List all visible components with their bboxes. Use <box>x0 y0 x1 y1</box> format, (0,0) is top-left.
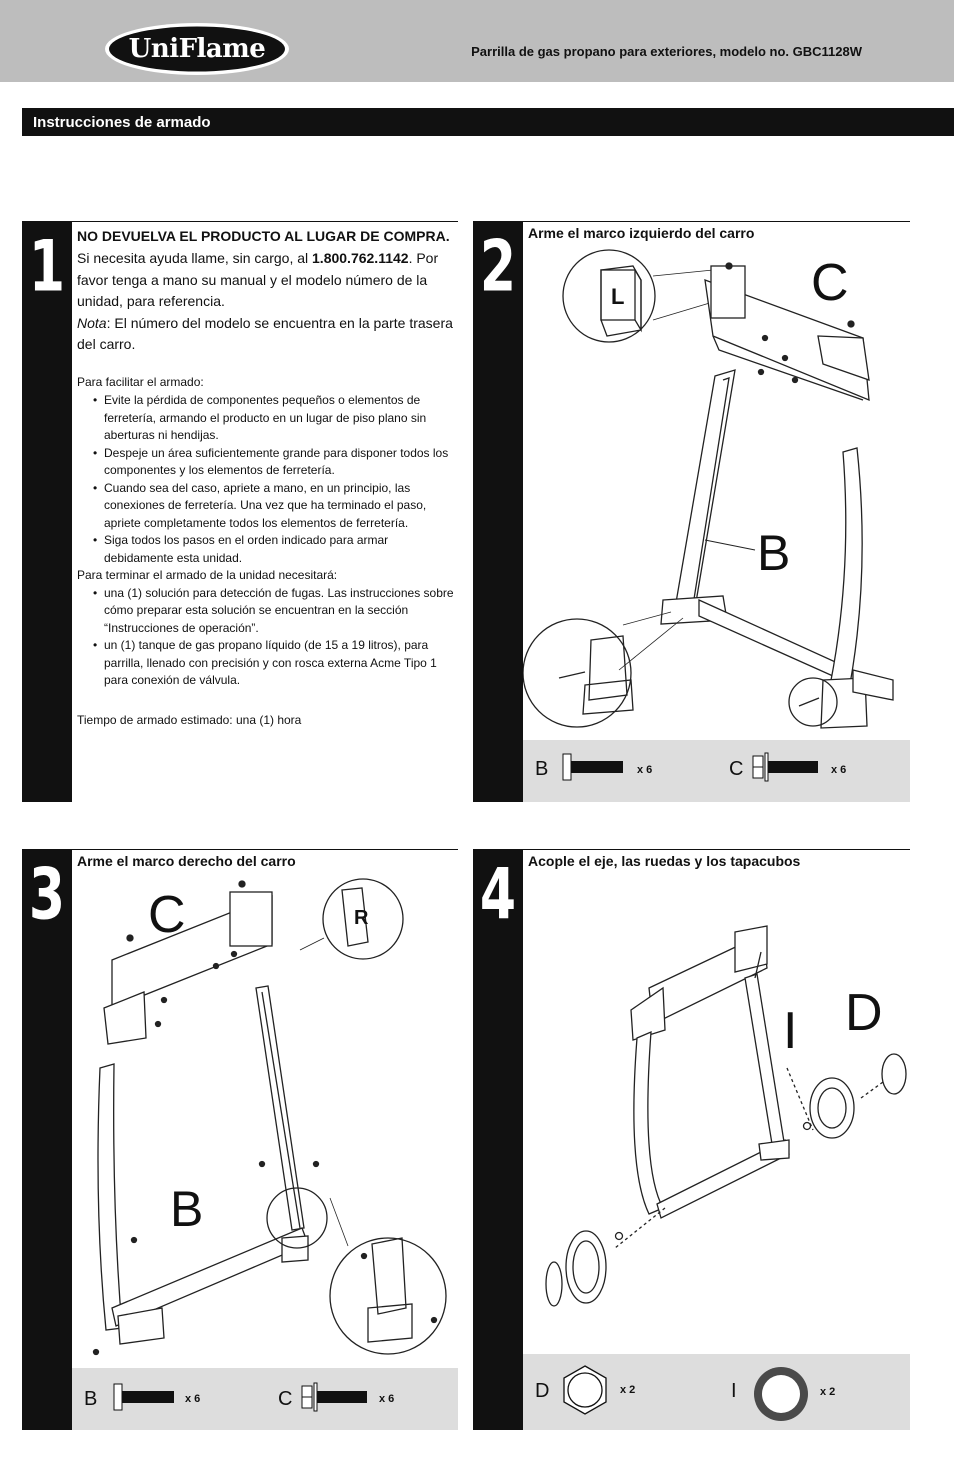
hardware-qty: x 2 <box>620 1384 636 1396</box>
inset-circle <box>329 1237 447 1355</box>
hardware-letter-b: B <box>84 1388 98 1410</box>
left-cart-frame-diagram: C B L <box>523 249 894 729</box>
callout-b: B <box>170 1181 203 1237</box>
note-paragraph: Nota: El número del modelo se encuentra … <box>77 314 453 353</box>
section-bar: Instrucciones de armado <box>22 108 954 136</box>
hardware-strip: B x 6 C x 6 <box>72 1368 458 1430</box>
bolt-b-icon <box>562 753 623 781</box>
bolt-b-icon <box>113 1383 174 1411</box>
step-4-title: Acople el eje, las ruedas y los tapacubo… <box>528 853 801 869</box>
right-cart-frame-diagram: C B R <box>92 878 447 1356</box>
hardware-letter-i: I <box>731 1380 737 1402</box>
step-number: 3 <box>28 855 66 936</box>
hardware-letter-c: C <box>278 1388 293 1410</box>
wheel-right <box>809 1077 855 1139</box>
step-1-number-bar: 1 <box>22 221 72 802</box>
step-3-title: Arme el marco derecho del carro <box>77 853 296 869</box>
uniflame-logo: UniFlame <box>104 22 290 76</box>
step-2-number-bar: 2 <box>473 221 523 802</box>
warning-heading: NO DEVUELVA EL PRODUCTO AL LUGAR DE COMP… <box>77 228 450 244</box>
callout-c: C <box>811 254 849 312</box>
callout-c: C <box>148 886 186 944</box>
step-number: 1 <box>28 227 66 308</box>
page-header: UniFlame Parrilla de gas propano para ex… <box>0 0 954 82</box>
hardware-qty: x 6 <box>637 764 653 776</box>
finish-list: una (1) solución para detección de fugas… <box>77 585 455 690</box>
inset-circle <box>562 249 656 343</box>
hardware-strip: B x 6 C x 6 <box>523 740 910 802</box>
axle-wheels-diagram: I D <box>545 925 907 1307</box>
facilitate-list: Evite la pérdida de componentes pequeños… <box>77 392 455 567</box>
step-number: 4 <box>479 855 517 936</box>
hardware-qty: x 2 <box>820 1386 836 1398</box>
bolt-c-icon <box>301 1382 367 1412</box>
hardware-qty: x 6 <box>831 764 847 776</box>
callout-b: B <box>757 525 790 581</box>
inset-label-r: R <box>354 907 369 929</box>
facilitate-heading: Para facilitar el armado: <box>77 374 204 389</box>
nut-d-icon <box>563 1365 607 1415</box>
panel-rule <box>72 849 458 850</box>
finish-heading: Para terminar el armado de la unidad nec… <box>77 568 338 582</box>
hardware-letter-d: D <box>535 1380 550 1402</box>
hardware-qty: x 6 <box>379 1393 395 1405</box>
step-4-number-bar: 4 <box>473 849 523 1430</box>
list-item: Evite la pérdida de componentes pequeños… <box>77 392 455 445</box>
hardware-strip: D x 2 I x 2 <box>523 1354 910 1430</box>
wheel-left <box>565 1230 607 1304</box>
step-2-title: Arme el marco izquierdo del carro <box>528 225 755 241</box>
callout-i: I <box>783 1002 797 1060</box>
step-number: 2 <box>479 227 517 308</box>
hardware-qty: x 6 <box>185 1393 201 1405</box>
help-paragraph: Si necesita ayuda llame, sin cargo, al 1… <box>77 250 439 309</box>
document-title: Parrilla de gas propano para exteriores,… <box>471 44 862 59</box>
list-item: Siga todos los pasos en el orden indicad… <box>77 532 455 567</box>
phone-number: 1.800.762.1142 <box>312 250 409 266</box>
section-title: Instrucciones de armado <box>33 114 211 131</box>
bolt-c-icon <box>752 752 818 782</box>
logo-text: UniFlame <box>128 34 266 64</box>
list-item: una (1) solución para detección de fugas… <box>77 585 455 638</box>
list-item: Cuando sea del caso, apriete a mano, en … <box>77 480 455 533</box>
step-3-number-bar: 3 <box>22 849 72 1430</box>
panel-rule <box>523 221 910 222</box>
panel-rule <box>72 221 458 222</box>
list-item: Despeje un área suficientemente grande p… <box>77 445 455 480</box>
list-item: un (1) tanque de gas propano líquido (de… <box>77 637 455 690</box>
assembly-time: Tiempo de armado estimado: una (1) hora <box>77 712 302 727</box>
inset-label-l: L <box>611 284 624 309</box>
washer-i-icon <box>754 1367 808 1421</box>
callout-d: D <box>845 984 883 1042</box>
hardware-letter-b: B <box>535 758 549 780</box>
step-1-content: NO DEVUELVA EL PRODUCTO AL LUGAR DE COMP… <box>77 226 455 729</box>
panel-rule <box>523 849 910 850</box>
hardware-letter-c: C <box>729 758 744 780</box>
inset-circle <box>523 618 632 728</box>
